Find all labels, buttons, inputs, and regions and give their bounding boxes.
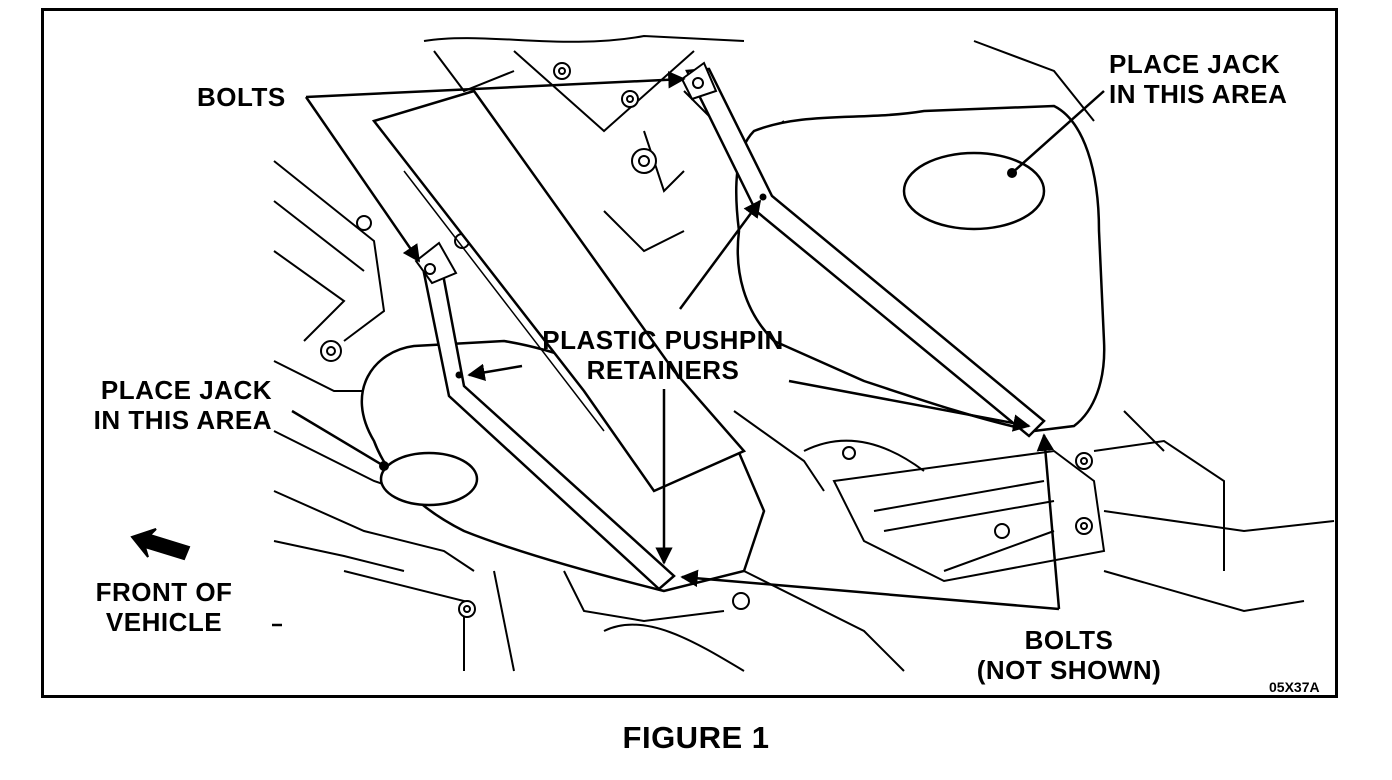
figure-caption: FIGURE 1	[622, 720, 770, 755]
jack-area-label-left: PLACE JACK IN THIS AREA	[64, 375, 272, 435]
leader-lines	[272, 71, 1105, 627]
bolts-not-shown-label-line2: (NOT SHOWN)	[976, 655, 1162, 685]
figure-frame: BOLTS PLACE JACK IN THIS AREA PLASTIC PU…	[41, 8, 1338, 698]
pushpin-retainers-label-line2: RETAINERS	[586, 355, 740, 385]
jack-area-label-right-line1: PLACE JACK	[1109, 49, 1281, 79]
pushpin-retainers-label: PLASTIC PUSHPIN RETAINERS	[522, 325, 804, 385]
pushpin-retainers-label-line1: PLASTIC PUSHPIN	[542, 325, 784, 355]
jack-area-label-left-line1: PLACE JACK	[100, 375, 272, 405]
vehicle-underbody-illustration	[130, 34, 1335, 672]
underbody-linework	[273, 34, 1335, 672]
front-of-vehicle-label-line1: FRONT OF	[95, 577, 233, 607]
crossmember	[371, 89, 747, 493]
jack-pad-left	[379, 451, 479, 507]
bolts-not-shown-label-line1: BOLTS	[1024, 625, 1114, 655]
front-of-vehicle-label-line2: VEHICLE	[105, 607, 223, 637]
front-of-vehicle-label: FRONT OF VEHICLE	[84, 577, 244, 637]
jack-area-label-right-line2: IN THIS AREA	[1109, 79, 1288, 109]
jack-area-label-right: PLACE JACK IN THIS AREA	[1109, 49, 1287, 109]
jack-area-label-left-line2: IN THIS AREA	[93, 405, 272, 435]
front-of-vehicle-arrow-icon	[130, 528, 191, 561]
bolts-not-shown-label: BOLTS (NOT SHOWN)	[964, 625, 1174, 685]
figure-code: 05X37A	[1269, 679, 1320, 695]
bolts-label-top: BOLTS	[197, 82, 286, 112]
